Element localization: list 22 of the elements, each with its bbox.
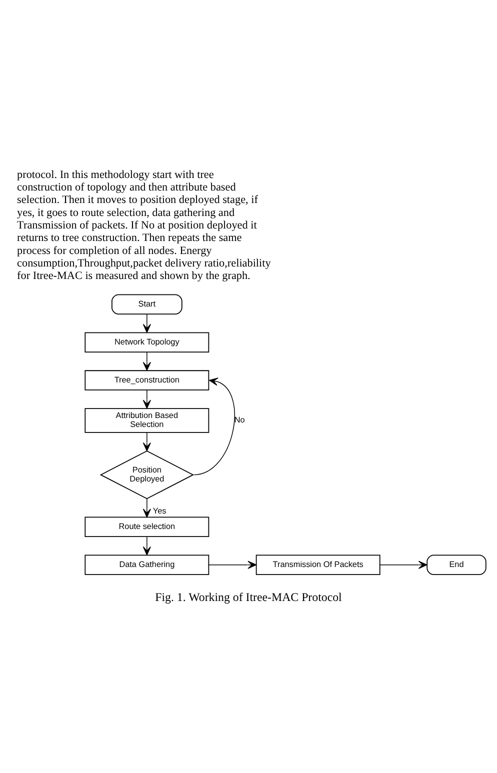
node-box: Transmission Of Packets <box>256 554 380 574</box>
node-box: Start <box>112 294 182 314</box>
node-diamond: Position Deployed <box>100 450 194 499</box>
arrow <box>142 313 151 332</box>
arrow <box>142 389 151 408</box>
arrow <box>142 351 151 370</box>
edge-label: No <box>234 415 245 424</box>
arrow <box>193 377 235 475</box>
node-box: Route selection <box>84 516 210 537</box>
edge-label: Yes <box>152 506 166 515</box>
label: protocol. In this methodology start with tree construction of topology and then attribute based selection. Then it moves to position deployed stage, if yes, it goes to route selection, data gathering and Transmission of packets. If No at position deployed it returns to tree construction. Then repeats the same process for completion of all nodes. Energy consumption,Throughput,packet delivery ratio,reliability for Itree-MAC is measured and shown by the graph. <box>17 168 271 282</box>
node-box: End <box>426 554 486 574</box>
node-box: Data Gathering <box>84 554 210 574</box>
arrow <box>208 560 257 568</box>
caption: Fig. 1. Working of Itree-MAC Protocol <box>155 590 342 604</box>
node-box: Tree_construction <box>84 370 210 390</box>
arrow <box>380 560 428 568</box>
arrow <box>142 498 151 518</box>
arrow <box>142 536 151 555</box>
node-box: Attribution Based Selection <box>84 408 210 432</box>
arrow <box>142 432 151 451</box>
node-box: Network Topology <box>84 332 210 352</box>
